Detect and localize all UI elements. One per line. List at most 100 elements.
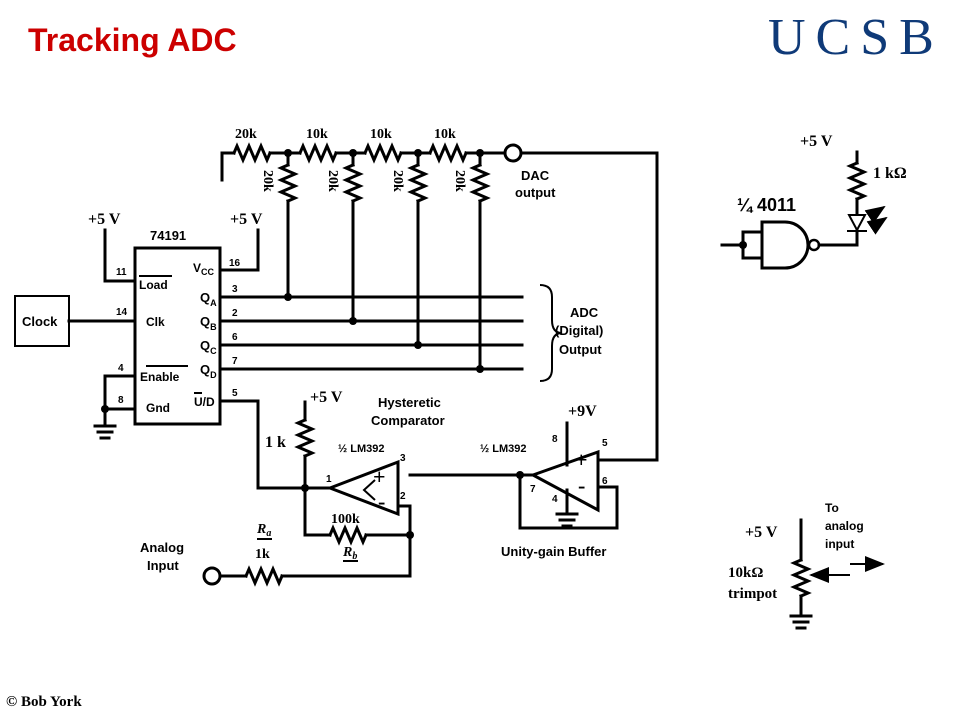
pin-number: 6	[602, 476, 608, 487]
pin-number: 8	[118, 395, 124, 406]
resistor-series-3	[363, 142, 403, 164]
resistor-shunt-c	[407, 163, 429, 203]
pin-number: 3	[400, 453, 406, 464]
pin-number: 4	[118, 363, 124, 374]
ground-icon	[555, 512, 579, 528]
analog-input-terminal	[202, 566, 222, 586]
trimpot-label: 10kΩ	[728, 565, 763, 581]
comparator-title: Comparator	[371, 413, 445, 428]
pin-label-updown: U/D	[194, 395, 215, 409]
trimpot-to-label: To	[825, 501, 839, 515]
pullup-label: 1 k	[265, 434, 286, 451]
ladder-shunt-label: 20k	[325, 170, 340, 192]
page-title: Tracking ADC	[28, 22, 237, 58]
buffer-title: Unity-gain Buffer	[501, 544, 606, 559]
trimpot-label: trimpot	[728, 586, 777, 602]
pin-number: 16	[229, 258, 241, 269]
pin-number: 2	[232, 308, 238, 319]
led-icon	[847, 205, 888, 235]
pin-number: 7	[530, 484, 536, 495]
resistor-series-4	[428, 142, 468, 164]
pin-number: 1	[326, 474, 332, 485]
ladder-series-label: 10k	[370, 127, 392, 142]
hysteretic-comparator: +5 V Hysteretic Comparator 1 k ½ LM392 +…	[140, 389, 445, 587]
resistor-pullup	[294, 418, 316, 458]
counter-74191: 74191 +5 V +5 V Clock Load Clk Enable Gn…	[14, 211, 332, 492]
dac-output-terminal	[503, 143, 523, 163]
gate-label: ¼ 4011	[737, 195, 796, 215]
pin-label-enable: Enable	[140, 370, 180, 384]
pin-number: 5	[232, 388, 238, 399]
trimpot-to-label: input	[825, 537, 854, 551]
resistor-ra	[244, 565, 284, 587]
buffer-minus: -	[578, 473, 585, 498]
ladder-series-label: 10k	[434, 127, 456, 142]
ra-label: Ra	[256, 522, 271, 539]
trimpot-to-label: analog	[825, 519, 864, 533]
supply-label: +5 V	[745, 524, 778, 541]
comparator-plus: +	[373, 464, 386, 489]
supply-label: +9V	[568, 403, 597, 420]
ladder-series-label: 10k	[306, 127, 328, 142]
pin-number: 4	[552, 494, 558, 505]
pin-number: 8	[552, 434, 558, 445]
dac-output-label: DAC	[521, 168, 550, 183]
pin-label-qd: QD	[200, 362, 217, 380]
comparator-triangle	[325, 459, 400, 517]
resistor-series-1	[232, 142, 272, 164]
pin-number: 14	[116, 307, 128, 318]
supply-label: +5 V	[88, 211, 121, 228]
trimpot-circuit: +5 V 10kΩ trimpot To analog input	[728, 501, 885, 630]
rb-value: 100k	[331, 512, 360, 527]
pin-number: 6	[232, 332, 238, 343]
resistor-shunt-a	[277, 163, 299, 203]
comparator-part: ½ LM392	[338, 443, 384, 455]
counter-part-label: 74191	[150, 228, 186, 243]
ladder-shunt-label: 20k	[390, 170, 405, 192]
adc-output-label: Output	[559, 342, 602, 357]
buffer-part: ½ LM392	[480, 443, 526, 455]
pin-number: 2	[400, 491, 406, 502]
ladder-series-label: 20k	[235, 127, 257, 142]
resistor-shunt-d	[469, 163, 491, 203]
supply-label: +5 V	[800, 133, 833, 150]
ladder-shunt-label: 20k	[260, 170, 275, 192]
analog-input-label: Input	[147, 558, 179, 573]
led-resistor-label: 1 kΩ	[873, 165, 907, 182]
clock-label: Clock	[22, 314, 58, 329]
ground-icon	[789, 614, 813, 630]
resistor-rb	[328, 524, 368, 546]
resistor-series-2	[298, 142, 338, 164]
hysteresis-symbol	[362, 479, 376, 501]
pin-number: 11	[116, 267, 127, 278]
digital-output-bus: ADC (Digital) Output	[218, 284, 603, 382]
adc-output-label: (Digital)	[555, 323, 603, 338]
ladder-shunt-label: 20k	[452, 170, 467, 192]
resistor-shunt-b	[342, 163, 364, 203]
pin-number: 5	[602, 438, 608, 449]
pin-label-clk: Clk	[146, 315, 165, 329]
pin-number: 3	[232, 284, 238, 295]
pin-number: 7	[232, 356, 238, 367]
r2r-ladder: 20k 10k 10k 10k 20k 20k 20k 20k DAC outp…	[220, 127, 659, 371]
dac-output-label: output	[515, 185, 556, 200]
nand-gate-icon	[760, 220, 821, 270]
ground-icon	[93, 424, 117, 440]
pin-label-qa: QA	[200, 290, 217, 308]
supply-label: +5 V	[230, 211, 263, 228]
pin-label-qc: QC	[200, 338, 217, 356]
nand-led-circuit: +5 V 1 kΩ ¼ 4011	[720, 133, 907, 270]
ucsb-logo: UCSB	[768, 9, 944, 66]
supply-label: +5 V	[310, 389, 343, 406]
ra-value: 1k	[255, 547, 270, 562]
resistor-led	[846, 161, 868, 201]
pin-label-gnd: Gnd	[146, 401, 170, 415]
comparator-minus: -	[378, 489, 385, 514]
pin-label-vcc: VCC	[193, 261, 215, 277]
pin-label-load: Load	[139, 278, 168, 292]
comparator-title: Hysteretic	[378, 395, 441, 410]
buffer-plus: +	[575, 447, 588, 472]
analog-input-label: Analog	[140, 540, 184, 555]
rb-label: Rb	[342, 545, 357, 562]
